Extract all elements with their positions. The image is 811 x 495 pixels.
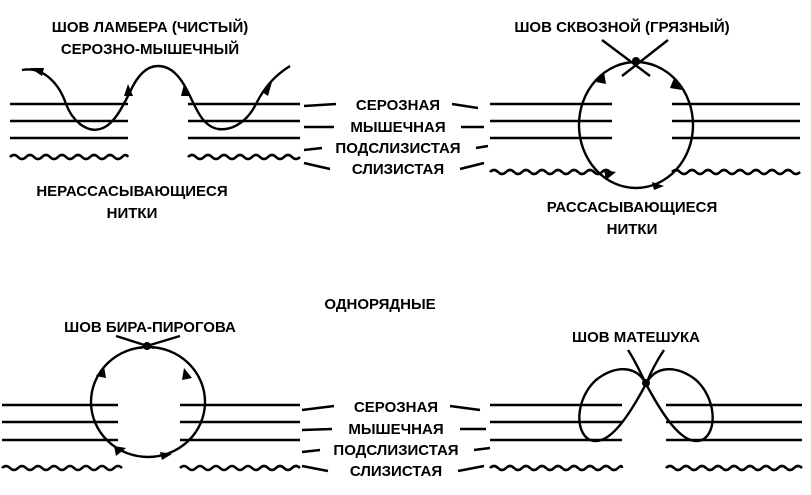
layer-label-muscular-bottom: МЫШЕЧНАЯ [348, 421, 443, 438]
bir-pirogov-thread-loop [89, 345, 207, 459]
mateshuk-title: ШОВ МАТЕШУКА [572, 329, 700, 346]
layer-label-mucosa-bottom: СЛИЗИСТАЯ [350, 463, 442, 480]
lambert-tissue-left [9, 102, 130, 161]
layer-label-submucosa-top: ПОДСЛИЗИСТАЯ [335, 140, 460, 157]
layer-label-muscular-top: МЫШЕЧНАЯ [350, 119, 445, 136]
lambert-title-line2: СЕРОЗНО-МЫШЕЧНЫЙ [61, 40, 239, 58]
through-suture: ШОВ СКВОЗНОЙ (ГРЯЗНЫЙ) РАССАСЫВАЮЩИЕСЯ Н… [489, 18, 801, 238]
bir-pirogov-tissue-right [179, 403, 301, 472]
lambert-suture: ШОВ ЛАМБЕРА (ЧИСТЫЙ) СЕРОЗНО-МЫШЕЧНЫЙ НЕ… [9, 18, 301, 222]
through-tissue-left [489, 102, 612, 176]
layer-label-serosa-top: СЕРОЗНАЯ [356, 97, 440, 114]
lambert-tissue-right [187, 102, 301, 161]
through-arrow-2 [670, 78, 682, 90]
lambert-title-line1: ШОВ ЛАМБЕРА (ЧИСТЫЙ) [52, 18, 248, 36]
through-knot [632, 57, 640, 65]
lambert-arrow-3 [181, 84, 190, 96]
lambert-thread-line1: НЕРАССАСЫВАЮЩИЕСЯ [36, 183, 227, 200]
through-thread-line2: НИТКИ [607, 221, 658, 238]
bir-pirogov-arrow-3 [114, 446, 126, 456]
bir-pirogov-arrow-4 [160, 452, 172, 460]
lambert-arrow-4 [262, 82, 272, 96]
lambert-thread-line2: НИТКИ [107, 205, 158, 222]
bir-pirogov-arrow-1 [96, 366, 106, 378]
bir-pirogov-tissue-left [1, 403, 123, 472]
layer-labels-bottom: СЕРОЗНАЯ МЫШЕЧНАЯ ПОДСЛИЗИСТАЯ СЛИЗИСТАЯ [301, 399, 491, 480]
layer-label-submucosa-bottom: ПОДСЛИЗИСТАЯ [333, 442, 458, 459]
layer-pointers-bottom-left [301, 404, 335, 473]
through-title: ШОВ СКВОЗНОЙ (ГРЯЗНЫЙ) [514, 18, 729, 36]
lambert-arrow-1 [30, 68, 44, 76]
through-arrow-1 [596, 72, 606, 84]
through-thread-end-left [601, 39, 651, 77]
through-thread-line1: РАССАСЫВАЮЩИЕСЯ [547, 199, 718, 216]
through-thread-end-right [621, 39, 669, 77]
lambert-thread [21, 64, 291, 131]
layer-pointers-top-left [303, 102, 337, 171]
lambert-arrow-2 [124, 84, 133, 96]
layer-label-mucosa-top: СЛИЗИСТАЯ [352, 161, 444, 178]
layer-pointers-bottom-right [449, 404, 491, 473]
through-arrow-3 [604, 170, 616, 180]
layer-labels-top: СЕРОЗНАЯ МЫШЕЧНАЯ ПОДСЛИЗИСТАЯ СЛИЗИСТАЯ [303, 97, 489, 178]
bir-pirogov-title: ШОВ БИРА-ПИРОГОВА [64, 319, 236, 336]
layer-label-serosa-bottom: СЕРОЗНАЯ [354, 399, 438, 416]
mateshuk-suture: ШОВ МАТЕШУКА [489, 329, 803, 472]
bir-pirogov-arrow-2 [182, 368, 192, 380]
through-arrow-4 [652, 182, 664, 190]
mateshuk-tissue-left [489, 403, 624, 472]
layer-pointers-top-right [451, 102, 489, 171]
section-title: ОДНОРЯДНЫЕ [324, 296, 435, 313]
bir-pirogov-suture: ШОВ БИРА-ПИРОГОВА [1, 319, 301, 472]
bir-pirogov-knot [143, 342, 151, 350]
mateshuk-thread [578, 349, 714, 443]
mateshuk-knot [642, 379, 650, 387]
